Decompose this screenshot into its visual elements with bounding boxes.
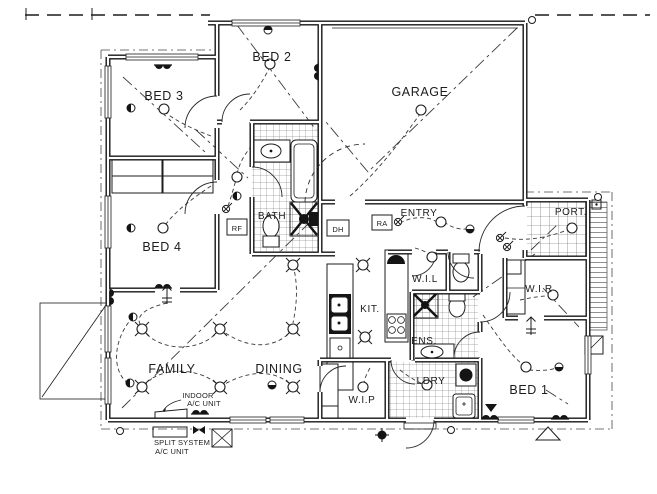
room-label-ens: ENS.: [411, 336, 437, 347]
pp-bed4: [126, 223, 136, 233]
label-dh: DH: [332, 225, 343, 234]
door-swings: [184, 93, 526, 449]
fan-family-2: [212, 321, 228, 337]
light-bed1: [520, 361, 532, 373]
light-bed4: [157, 222, 169, 234]
pp-bed2: [263, 25, 273, 35]
light-porch: [566, 222, 578, 234]
light-garage: [415, 104, 427, 116]
external-light-ldry: [374, 427, 390, 443]
pp-entry: [465, 224, 475, 234]
label-indoor-ac-1: INDOOR: [182, 391, 214, 400]
dgpo-bed4: [153, 283, 173, 289]
fan-dining-2: [285, 379, 301, 395]
room-label-bed3: BED 3: [144, 89, 183, 103]
dgpo-bed2: [313, 62, 319, 82]
room-label-bed4: BED 4: [142, 240, 181, 254]
tv-point-bed1: [485, 404, 497, 412]
light-bed3: [158, 103, 170, 115]
walls: [105, 20, 591, 423]
pp-hall: [232, 191, 242, 201]
downpipe-2: [447, 426, 455, 434]
split-ac-unit: [152, 426, 233, 448]
room-label-bed1: BED 1: [509, 383, 548, 397]
fan-kitchen-2: [357, 329, 373, 345]
wir-shelves: [504, 259, 526, 315]
slider-door-bed4: [161, 285, 173, 305]
room-label-bath: BATH: [258, 211, 286, 222]
room-label-family: FAMILY: [148, 362, 195, 376]
pp-family-2: [125, 378, 135, 388]
light-wip: [357, 381, 369, 393]
fan-family-4: [212, 379, 228, 395]
bath-fixtures: [251, 139, 319, 248]
room-label-port: PORT.: [555, 207, 587, 218]
laundry-fixtures: [403, 363, 477, 430]
switch-entry-3: [502, 240, 514, 252]
dgpo-ac: [190, 409, 210, 415]
light-wil: [426, 251, 438, 263]
light-entry: [435, 216, 447, 228]
room-label-wil: W.I.L: [412, 274, 438, 285]
pp-family-1: [128, 312, 138, 322]
room-label-dining: DINING: [255, 362, 302, 376]
switch-hall: [221, 202, 233, 214]
light-symbols: [157, 58, 578, 393]
pp-bed3: [126, 103, 136, 113]
robes: [111, 158, 214, 194]
fan-family-1: [134, 321, 150, 337]
room-label-garage: GARAGE: [391, 85, 448, 99]
pp-bed1: [554, 362, 564, 372]
label-split-ac-2: A/C UNIT: [155, 447, 189, 456]
fan-family-3: [134, 379, 150, 395]
eave-lines: [100, 49, 613, 430]
room-label-kit: KIT.: [360, 304, 380, 315]
fan-kitchen-1: [355, 257, 371, 273]
label-split-ac-1: SPLIT SYSTEM: [154, 438, 210, 447]
appliance-boxes: [226, 214, 393, 237]
fan-dining-1: [285, 321, 301, 337]
wc-fixtures: [452, 253, 470, 283]
wip-shelves: [319, 363, 339, 419]
downpipe-1: [116, 427, 124, 435]
north-triangle: [534, 426, 562, 441]
label-indoor-ac-2: A/C UNIT: [187, 399, 221, 408]
switch-entry-2: [495, 231, 507, 243]
label-ra: RA: [377, 219, 388, 228]
slider-door-wir: [525, 316, 537, 336]
dgpo-bed3: [153, 64, 173, 70]
ens-fixtures: [411, 291, 466, 361]
site-boundary: [25, 8, 650, 20]
room-label-ldry: LDRY: [417, 376, 446, 387]
room-label-wip: W.I.P: [349, 395, 376, 406]
pp-dining: [267, 380, 277, 390]
deck-outline: [39, 302, 109, 400]
fan-dining-3: [285, 257, 301, 273]
downpipe-4: [528, 16, 536, 24]
windows: [104, 19, 592, 424]
downpipe-3: [594, 193, 602, 201]
room-label-wir: W.I.R: [525, 284, 552, 295]
label-rf: RF: [232, 224, 243, 233]
light-hall: [231, 171, 243, 183]
room-label-bed2: BED 2: [252, 50, 291, 64]
room-label-entry: ENTRY: [401, 208, 438, 219]
